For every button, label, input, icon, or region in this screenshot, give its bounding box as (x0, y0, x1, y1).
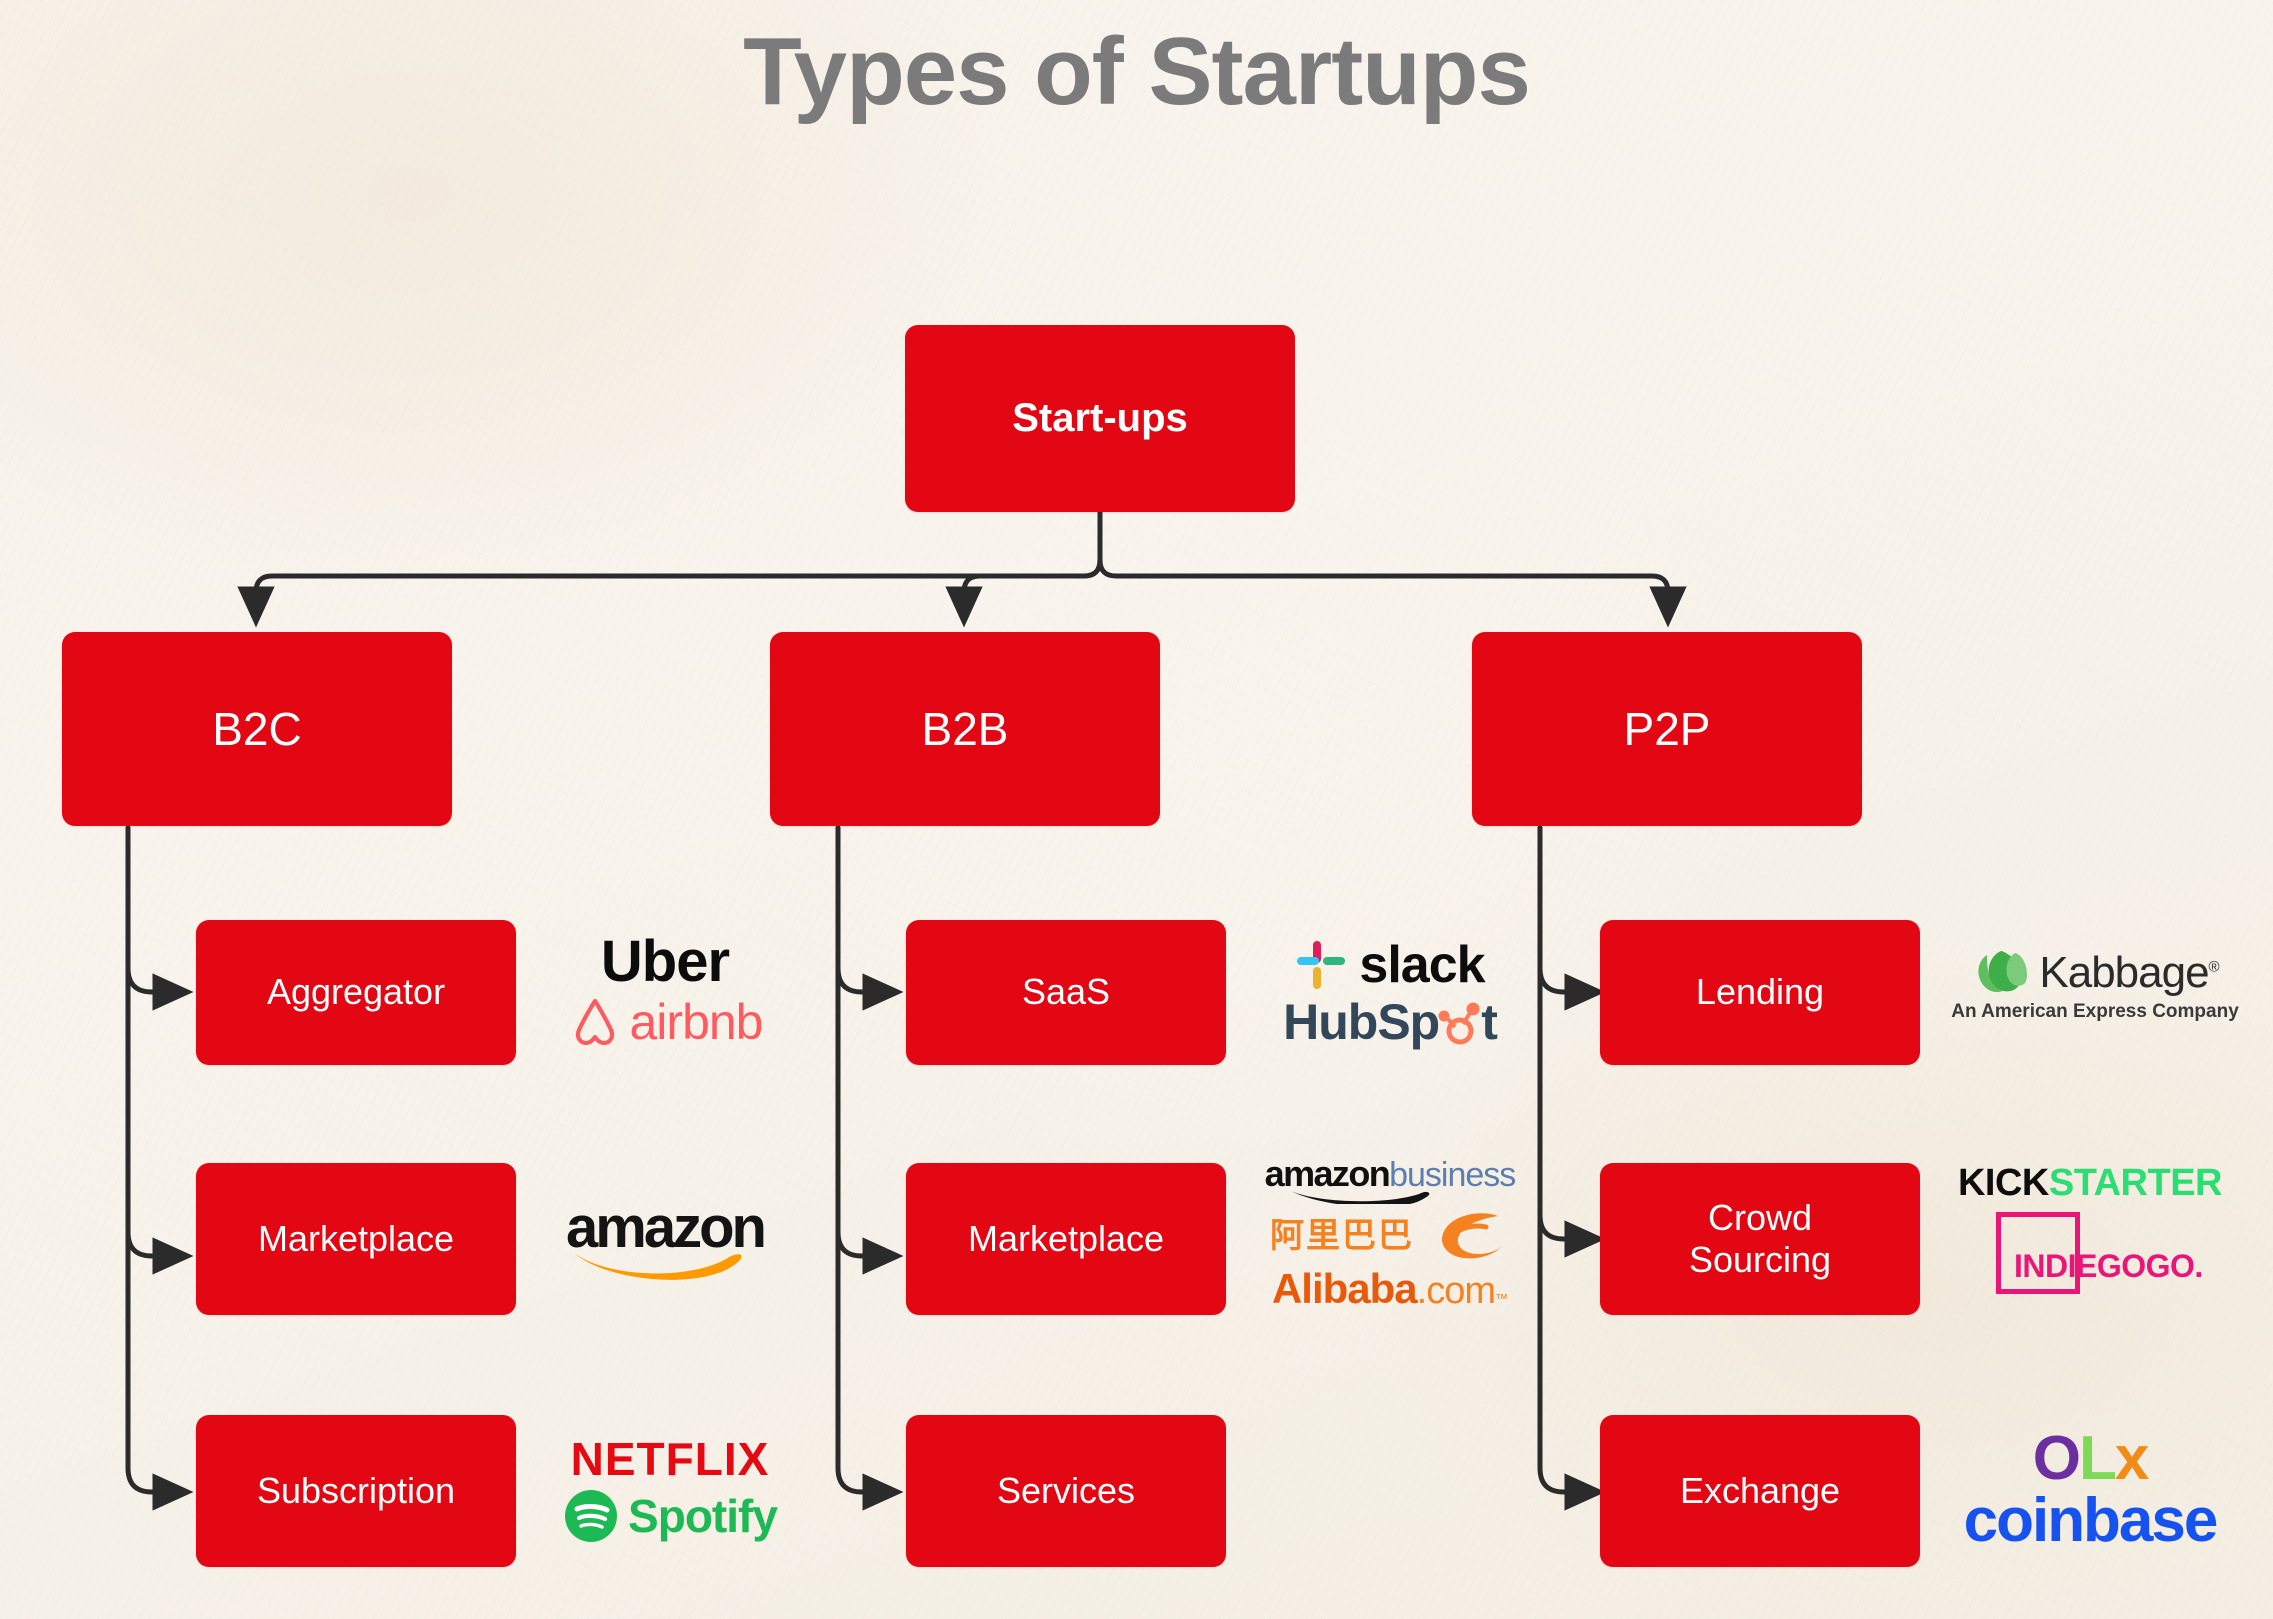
hubspot-logo: HubSp t (1283, 993, 1498, 1050)
node-p2p-exchange[interactable]: Exchange (1600, 1415, 1920, 1567)
logo-group-lending: Kabbage® An American Express Company (1945, 930, 2245, 1040)
node-b2c-aggregator[interactable]: Aggregator (196, 920, 516, 1065)
logo-group-b2c-marketplace: amazon (545, 1175, 785, 1305)
alibaba-logo-bottom: Alibaba .com ™ (1271, 1264, 1509, 1312)
logo-group-b2b-marketplace: amazon business 阿里巴巴 Alibaba .com ™ (1240, 1140, 1540, 1325)
airbnb-logo: airbnb (568, 994, 764, 1050)
olx-letter-l: L (2078, 1424, 2117, 1493)
node-p2p-lending[interactable]: Lending (1600, 920, 1920, 1065)
hubspot-sprocket-icon (1438, 1002, 1480, 1044)
alibaba-chinese-wordmark: 阿里巴巴 (1270, 1216, 1414, 1255)
logo-group-saas: slack HubSp t (1255, 905, 1525, 1080)
logo-group-aggregator: Uber airbnb (545, 895, 785, 1085)
node-p2p[interactable]: P2P (1472, 632, 1862, 826)
olx-letter-o: O (2032, 1424, 2081, 1493)
node-b2b-services[interactable]: Services (906, 1415, 1226, 1567)
hubspot-wordmark-1: HubSp (1283, 993, 1440, 1050)
coinbase-logo: coinbase (1963, 1486, 2219, 1555)
airbnb-wordmark: airbnb (629, 994, 764, 1050)
amazon-logo: amazon (566, 1195, 767, 1281)
amazon-business-wordmark-2: business (1389, 1155, 1516, 1194)
kabbage-leaf-icon (1978, 951, 2028, 993)
kickstarter-wordmark-2: STARTER (2048, 1162, 2223, 1204)
node-b2c-subscription[interactable]: Subscription (196, 1415, 516, 1567)
slack-hash-icon (1297, 940, 1346, 989)
hubspot-wordmark-2: t (1481, 993, 1498, 1050)
alibaba-logo-top: 阿里巴巴 (1270, 1208, 1510, 1264)
alibaba-trademark: ™ (1495, 1290, 1509, 1306)
kabbage-registered-mark: ® (2208, 958, 2220, 976)
alibaba-wordmark: Alibaba (1271, 1264, 1418, 1312)
slack-wordmark: slack (1359, 935, 1485, 994)
alibaba-suffix: .com (1416, 1269, 1496, 1312)
kabbage-wordmark-text: Kabbage (2039, 948, 2209, 997)
kabbage-wordmark: Kabbage® (2039, 948, 2220, 997)
node-startups[interactable]: Start-ups (905, 325, 1295, 512)
kickstarter-wordmark-1: KICK (1957, 1162, 2049, 1204)
spotify-logo: Spotify (563, 1488, 778, 1544)
node-b2c[interactable]: B2C (62, 632, 452, 826)
indiegogo-square-icon (1996, 1212, 2080, 1294)
alibaba-swoosh-icon (1442, 1212, 1504, 1258)
node-b2b-marketplace[interactable]: Marketplace (906, 1163, 1226, 1315)
spotify-wordmark: Spotify (628, 1490, 778, 1542)
node-b2b[interactable]: B2B (770, 632, 1160, 826)
indiegogo-logo: INDIEGOGO. (1990, 1210, 2203, 1296)
amazon-smile-icon (574, 1253, 742, 1280)
kickstarter-logo: KICKSTARTER (1957, 1162, 2223, 1204)
airbnb-belo-icon (575, 998, 614, 1046)
netflix-logo: NETFLIX (570, 1433, 770, 1485)
node-p2p-crowd-sourcing[interactable]: Crowd Sourcing (1600, 1163, 1920, 1315)
olx-logo: OLx (2033, 1428, 2150, 1490)
page-title: Types of Startups (743, 18, 1531, 125)
logo-group-exchange: OLx coinbase (1930, 1405, 2250, 1575)
amazon-business-smile-icon (1291, 1190, 1430, 1204)
indiegogo-wordmark: INDIEGOGO. (2014, 1248, 2203, 1284)
logo-group-subscription: NETFLIX Spotify (545, 1410, 795, 1570)
node-b2b-saas[interactable]: SaaS (906, 920, 1226, 1065)
olx-letter-x: x (2114, 1424, 2150, 1493)
amazon-business-logo: amazon business (1264, 1152, 1517, 1194)
amazon-wordmark: amazon (566, 1195, 767, 1260)
amazon-business-wordmark-1: amazon (1264, 1152, 1391, 1194)
logo-group-crowd-sourcing: KICKSTARTER INDIEGOGO. (1940, 1135, 2240, 1325)
uber-logo: Uber (600, 929, 730, 994)
kabbage-logo: Kabbage® (1971, 947, 2220, 999)
kabbage-tagline: An American Express Company (1951, 1001, 2239, 1022)
node-b2c-marketplace[interactable]: Marketplace (196, 1163, 516, 1315)
slack-logo: slack (1295, 935, 1486, 994)
spotify-icon (565, 1490, 618, 1542)
